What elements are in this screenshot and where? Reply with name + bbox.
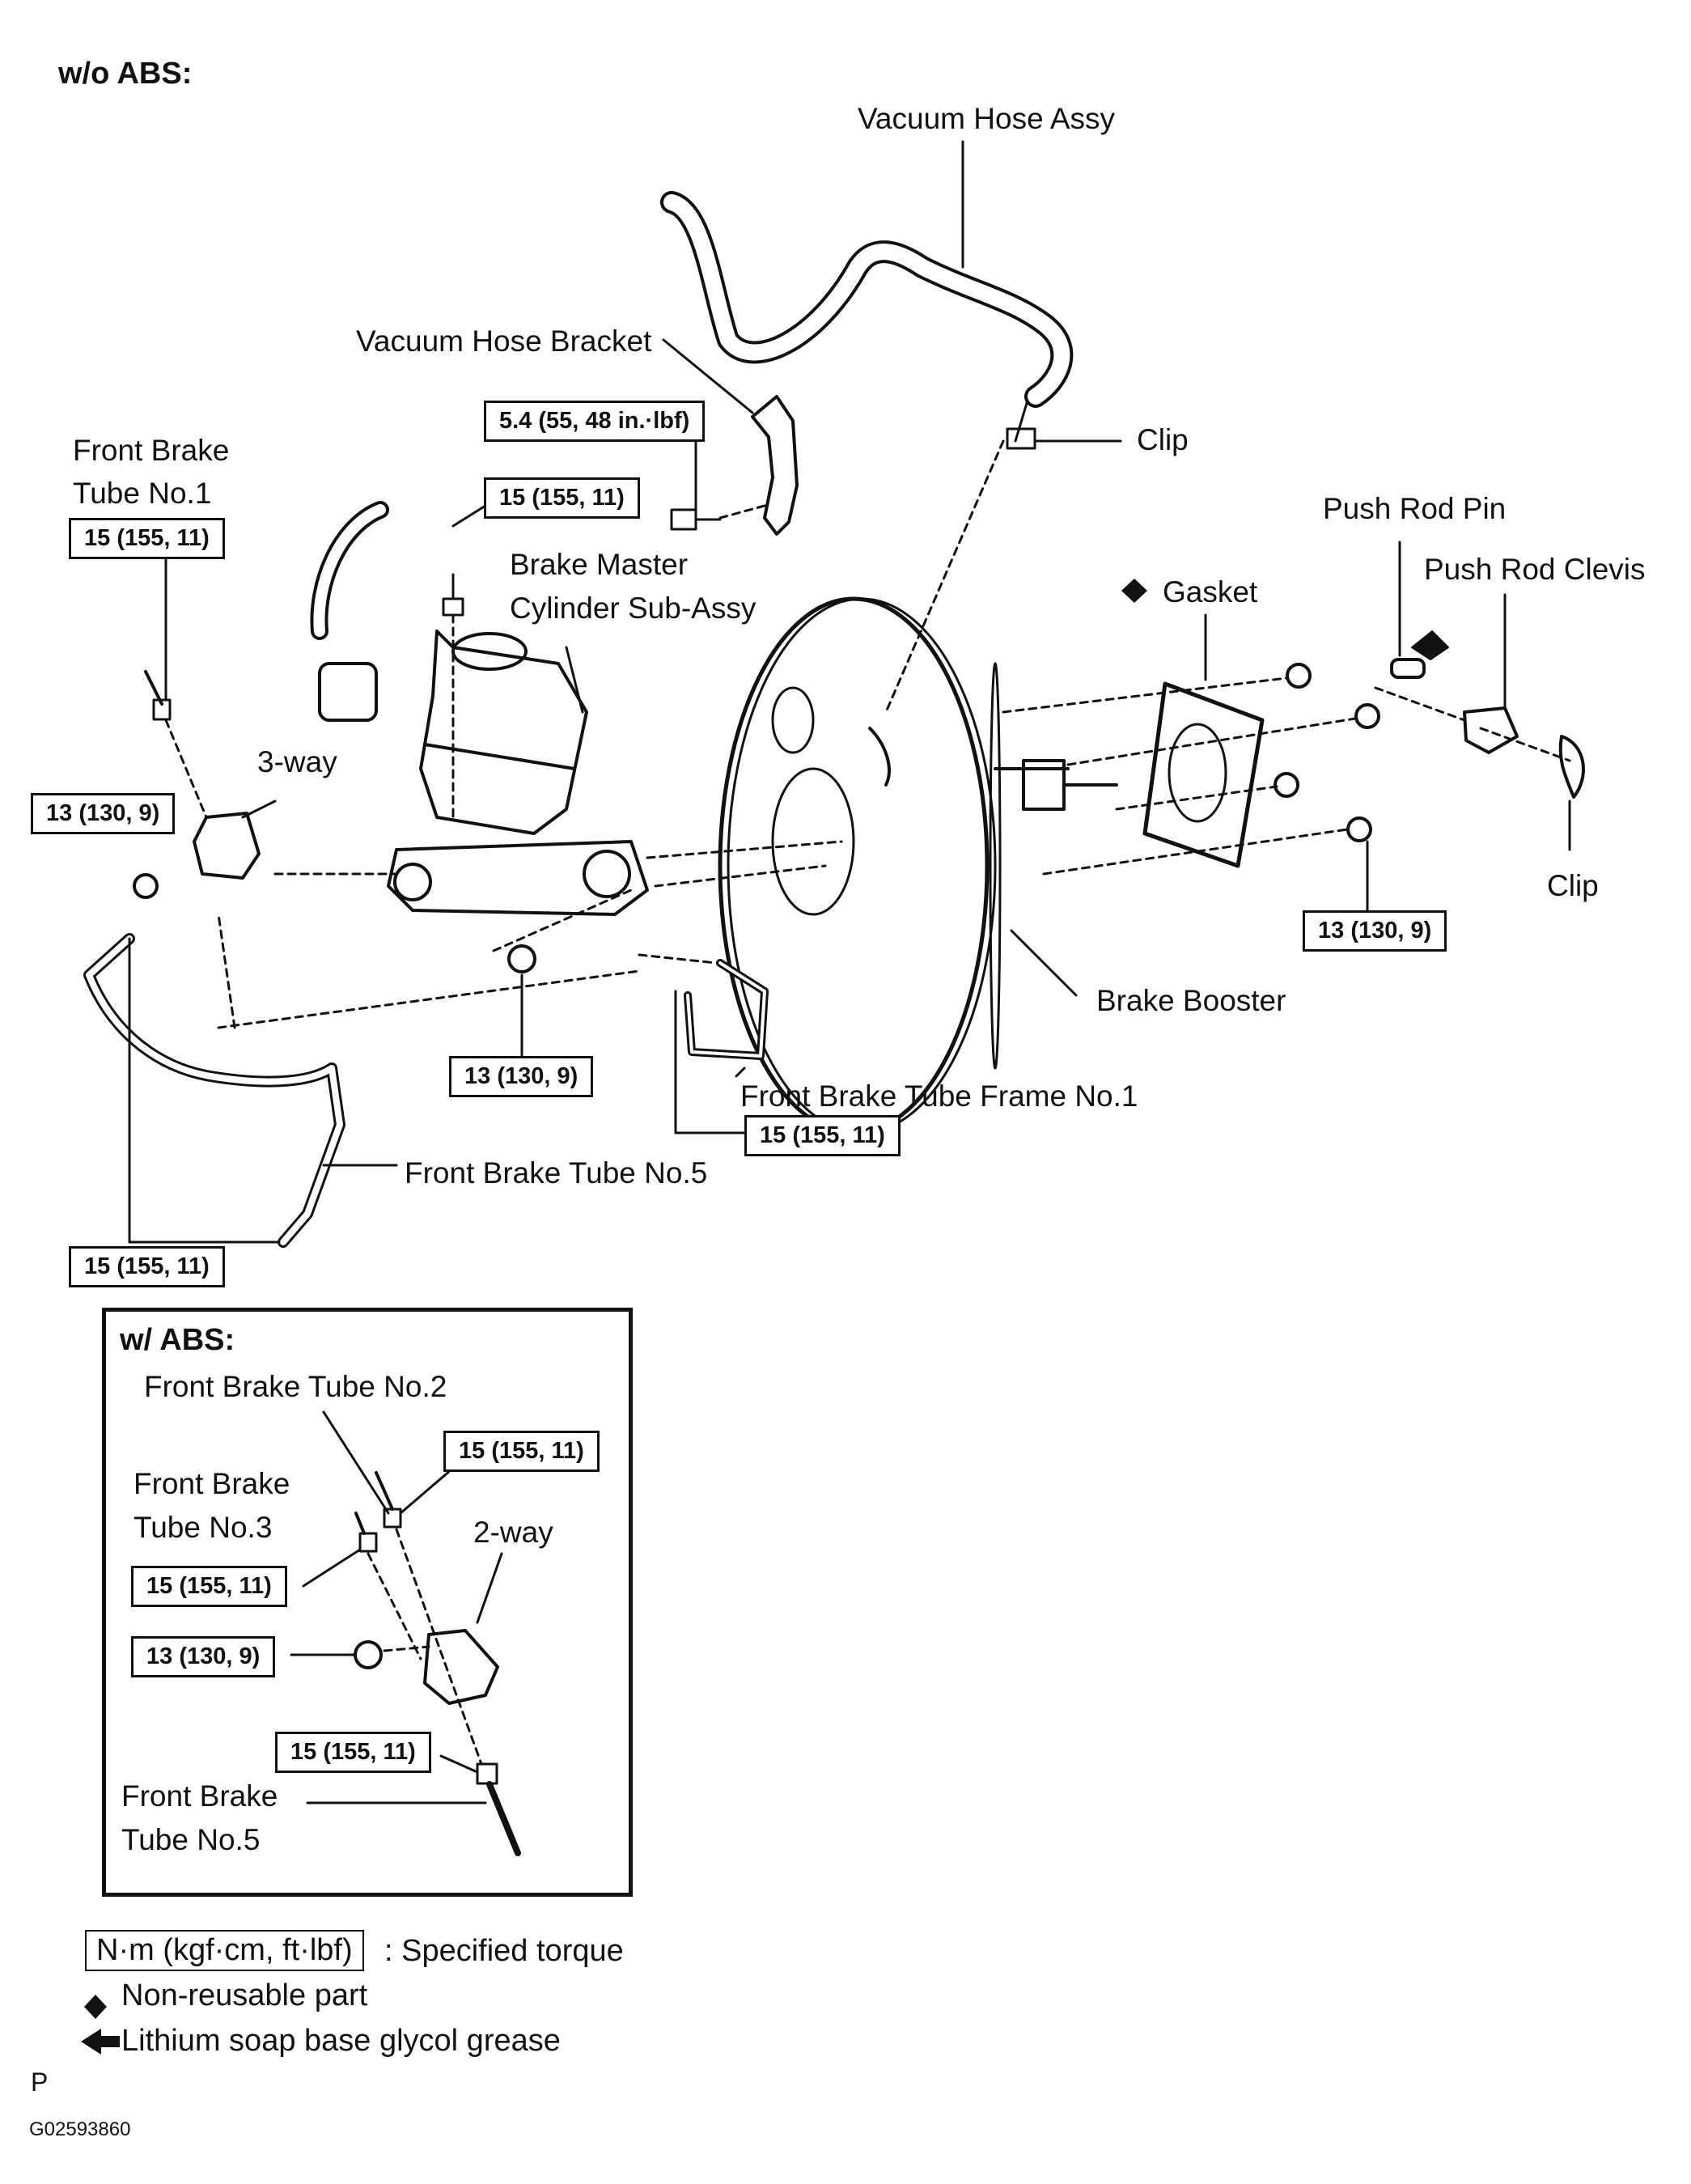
inset-w-abs-panel (102, 1308, 633, 1897)
legend-torque-box: N·m (kgf·cm, ft·lbf) (85, 1930, 364, 1971)
label-push-rod-pin: Push Rod Pin (1323, 492, 1507, 525)
label-brake-master-line1: Brake Master (510, 548, 689, 581)
label-front-brake-tube-no1-line2: Tube No.1 (73, 477, 212, 510)
label-clip-right: Clip (1547, 869, 1599, 902)
label-front-brake-tube-no1-line1: Front Brake (73, 434, 230, 467)
torque-tube-no1: 15 (155, 11) (69, 518, 225, 560)
section-header-wo-abs: w/o ABS: (58, 57, 193, 91)
label-inset-front-brake-tube-no2: Front Brake Tube No.2 (144, 1370, 447, 1403)
label-inset-front-brake-tube-no5-line2: Tube No.5 (121, 1823, 261, 1856)
label-inset-two-way: 2-way (473, 1516, 553, 1549)
label-vacuum-hose-bracket: Vacuum Hose Bracket (356, 324, 652, 358)
black-arrow-icon (81, 2029, 120, 2055)
label-front-brake-tube-frame-no1: Front Brake Tube Frame No.1 (740, 1079, 1138, 1113)
label-vacuum-hose-assy: Vacuum Hose Assy (858, 102, 1116, 135)
label-front-brake-tube-no5: Front Brake Tube No.5 (405, 1156, 708, 1190)
footer-letter: P (31, 2067, 49, 2097)
footer-figure-code: G02593860 (29, 2118, 131, 2140)
label-three-way: 3-way (257, 745, 337, 778)
legend-torque-text: : Specified torque (384, 1934, 624, 1968)
torque-bracket-bolt: 5.4 (55, 48 in.·lbf) (484, 401, 706, 443)
torque-inset-no5: 15 (155, 11) (275, 1732, 431, 1774)
label-inset-front-brake-tube-no3-line2: Tube No.3 (134, 1511, 273, 1544)
label-gasket: Gasket (1163, 575, 1258, 609)
torque-inset-nut: 13 (130, 9) (131, 1636, 276, 1678)
black-diamond-icon (84, 1995, 107, 2019)
torque-master-nut: 13 (130, 9) (449, 1056, 594, 1098)
torque-tube-no5: 15 (155, 11) (69, 1246, 225, 1288)
section-header-w-abs: w/ ABS: (120, 1323, 235, 1357)
label-push-rod-clevis: Push Rod Clevis (1424, 553, 1646, 586)
legend-non-reusable: Non-reusable part (121, 1978, 368, 2012)
torque-inset-no2: 15 (155, 11) (443, 1431, 600, 1473)
torque-inset-no3: 15 (155, 11) (131, 1566, 287, 1608)
torque-master-top: 15 (155, 11) (484, 477, 640, 519)
torque-frame-tube: 15 (155, 11) (744, 1115, 901, 1157)
black-diamond-icon (1121, 579, 1147, 603)
label-brake-booster: Brake Booster (1096, 984, 1286, 1017)
torque-booster-nut: 13 (130, 9) (1303, 910, 1447, 952)
label-clip-top: Clip (1137, 423, 1189, 456)
torque-three-way-nut: 13 (130, 9) (31, 793, 176, 835)
label-brake-master-line2: Cylinder Sub-Assy (510, 592, 756, 625)
legend-grease: Lithium soap base glycol grease (121, 2024, 561, 2058)
label-inset-front-brake-tube-no3-line1: Front Brake (134, 1467, 290, 1500)
label-inset-front-brake-tube-no5-line1: Front Brake (121, 1779, 278, 1813)
